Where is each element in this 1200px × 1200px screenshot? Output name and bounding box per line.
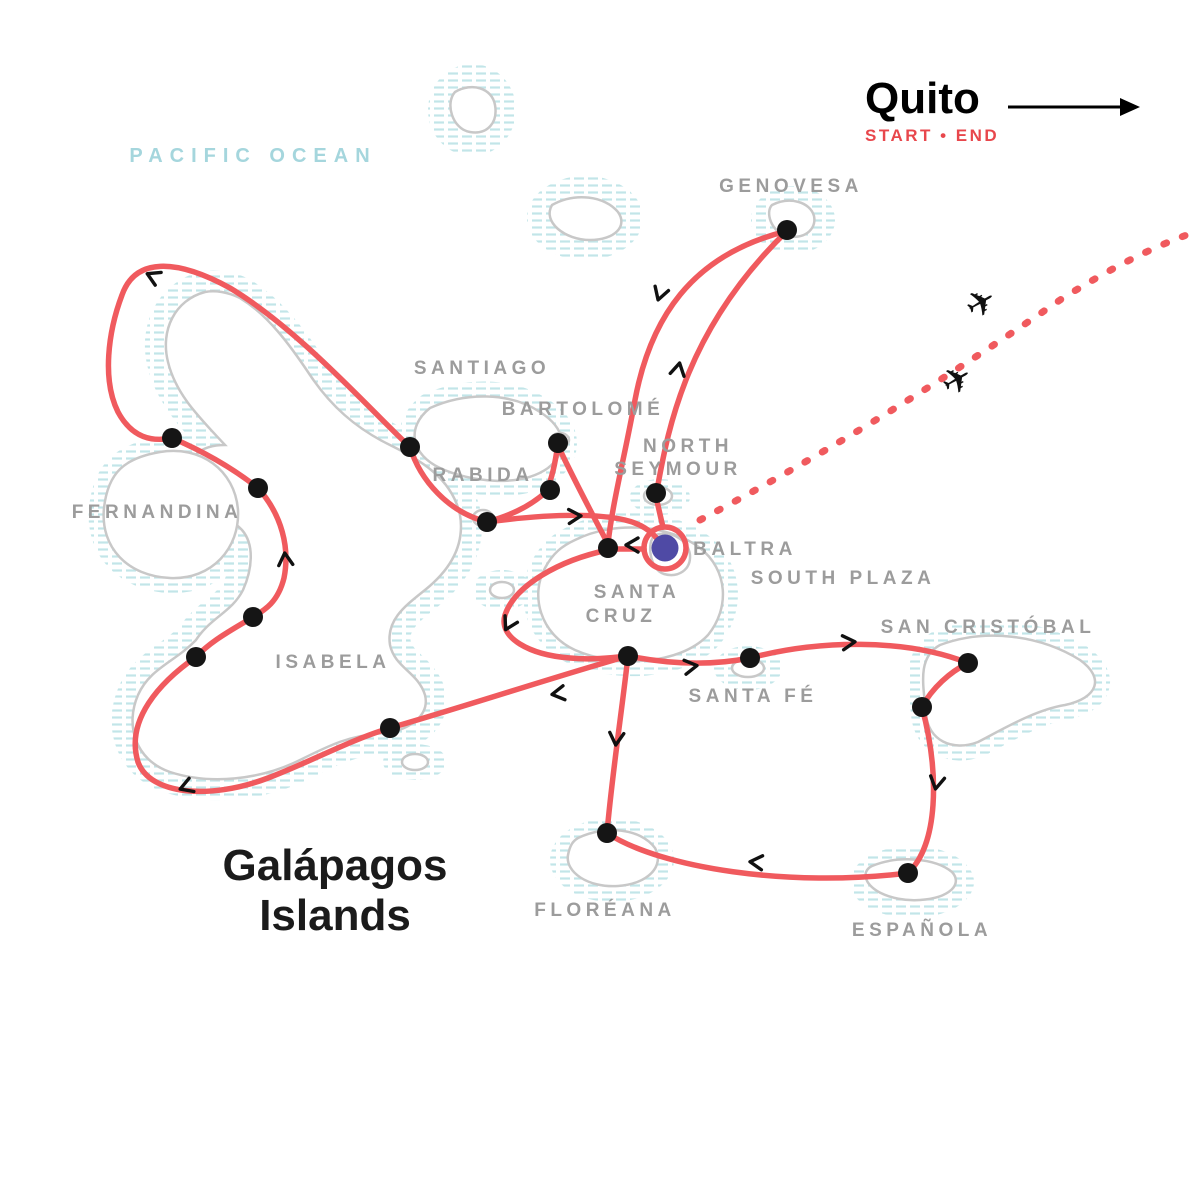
island-floreana — [566, 828, 660, 888]
route-stop-north-seymour — [646, 483, 666, 503]
ocean-label: PACIFIC OCEAN — [129, 145, 376, 167]
direction-arrow — [549, 684, 567, 704]
island-marchena — [548, 196, 623, 242]
island-islet-west-santa-cruz — [488, 580, 516, 600]
route-segment-espanola-san-cristobal — [905, 704, 937, 876]
island-label-santa-cruz-line1: SANTA — [594, 582, 681, 603]
route-stop-espanola — [898, 863, 918, 883]
route-segment-rabida-baltra — [484, 512, 661, 543]
route-start-end-marker-baltra — [651, 534, 679, 562]
island-islet-south-isabela — [400, 752, 430, 772]
route-stop-puerto-villamil — [380, 718, 400, 738]
island-label-south-plaza: SOUTH PLAZA — [751, 568, 936, 589]
island-label-santiago: SANTIAGO — [414, 358, 550, 379]
airplane-icon: ✈ — [933, 355, 980, 406]
route-stop-elizabeth-bay — [186, 647, 206, 667]
island-label-floreana: FLORÉANA — [534, 899, 676, 921]
island-label-north-seymour-line1: NORTH — [643, 436, 733, 457]
route-segment-santa-cruz-west — [501, 547, 631, 662]
route-stop-floreana — [597, 823, 617, 843]
island-label-rabida: RABIDA — [433, 465, 534, 486]
island-label-bartolome: BARTOLOMÉ — [502, 398, 665, 420]
island-label-espanola: ESPAÑOLA — [852, 919, 992, 941]
island-pinta — [449, 85, 497, 134]
route-segment-floreana-espanola — [604, 830, 911, 881]
route-stop-bartolome — [548, 433, 568, 453]
quito-arrow-icon — [1008, 98, 1140, 116]
quito-start-end-label: START • END — [865, 126, 999, 145]
route-stops — [162, 220, 978, 883]
route-segment-genovesa-santa-cruz-north — [605, 228, 790, 547]
island-label-genovesa: GENOVESA — [719, 176, 863, 197]
route-stop-chinese-hat — [540, 480, 560, 500]
island-santiago — [413, 395, 564, 483]
route-stop-rabida — [477, 512, 497, 532]
route-stop-tagus-cove — [248, 478, 268, 498]
direction-arrow — [747, 853, 765, 872]
route-segment-puerto-ayora-villamil — [387, 653, 631, 731]
direction-arrow — [649, 284, 671, 304]
island-fernandina — [102, 449, 240, 580]
route-stop-san-cristobal-south — [912, 697, 932, 717]
airplane-icon: ✈ — [957, 278, 1004, 329]
island-label-fernandina: FERNANDINA — [72, 502, 243, 523]
labels: PACIFIC OCEAN GENOVESA SANTIAGO BARTOLOM… — [72, 74, 1140, 941]
island-label-north-seymour-line2: SEYMOUR — [614, 459, 742, 480]
map-title-line1: Galápagos — [223, 841, 448, 890]
route-stop-santa-fe — [740, 648, 760, 668]
route-stop-puerto-ayora — [618, 646, 638, 666]
route-stop-santiago — [400, 437, 420, 457]
route-segment-santiago-rabida — [407, 444, 490, 525]
route-segment-north-seymour-genovesa — [654, 228, 790, 493]
island-label-santa-cruz-line2: CRUZ — [586, 606, 657, 627]
direction-arrow — [668, 359, 689, 378]
island-label-isabela: ISABELA — [276, 652, 391, 673]
map-title-line2: Islands — [259, 891, 411, 940]
route-segment-santa-cruz-north-bartolome — [557, 447, 611, 547]
svg-text:✈: ✈ — [933, 355, 980, 406]
quito-label: Quito — [865, 74, 980, 123]
svg-text:✈: ✈ — [957, 278, 1004, 329]
island-label-san-cristobal: SAN CRISTÓBAL — [881, 616, 1096, 638]
route-segment-isabela-west-coast — [250, 485, 289, 620]
route-segment-san-cristobal-santa-fe — [747, 641, 971, 666]
route-stop-san-cristobal-north — [958, 653, 978, 673]
route-segment-santiago-fernandina-sweep — [105, 263, 413, 450]
island-label-baltra: BALTRA — [693, 539, 797, 560]
route-stop-fernandina — [162, 428, 182, 448]
route-stop-santa-cruz-north — [598, 538, 618, 558]
route-stop-genovesa — [777, 220, 797, 240]
flight-path-quito — [696, 227, 1200, 524]
island-label-santa-fe: SANTA FÉ — [689, 685, 818, 707]
route-stop-urbina-bay — [243, 607, 263, 627]
